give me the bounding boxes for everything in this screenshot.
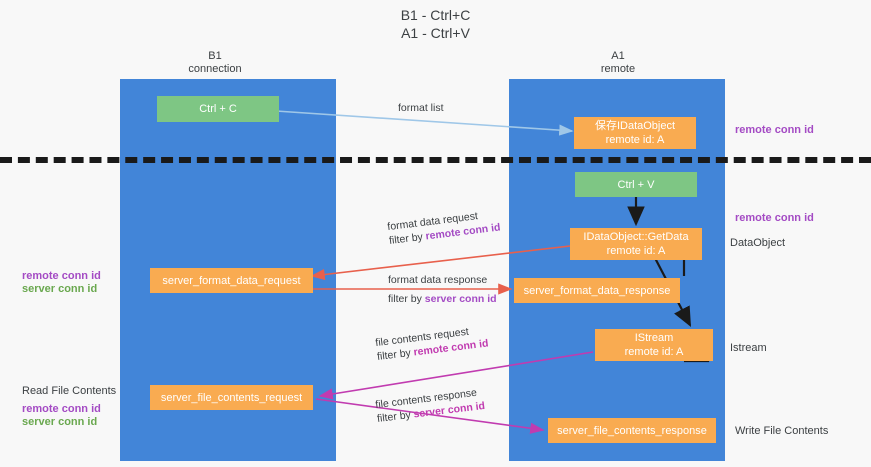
box-server-file-contents-response-label: server_file_contents_response xyxy=(557,424,707,437)
label-left-remote-conn-id-bottom: remote conn id xyxy=(22,403,101,415)
label-left-server-conn-id-bottom: server conn id xyxy=(22,416,98,428)
page-title: B1 - Ctrl+C A1 - Ctrl+V xyxy=(0,6,871,42)
label-right-remote-conn-id-top: remote conn id xyxy=(735,124,814,136)
filter-prefix: filter by xyxy=(388,293,425,305)
label-left-read-file-contents: Read File Contents xyxy=(22,385,117,397)
box-istream[interactable]: IStream remote id: A xyxy=(595,329,713,361)
label-right-dataobject: DataObject xyxy=(730,237,786,249)
column-header-a1: A1 remote xyxy=(558,50,678,76)
arrow-label-format-list: format list xyxy=(398,101,444,115)
title-line-1: B1 - Ctrl+C xyxy=(400,7,471,23)
filter-prefix: filter by xyxy=(376,408,415,426)
arrow-label-file-contents-request: file contents request filter by remote c… xyxy=(375,323,490,364)
box-idataobject-getdata[interactable]: IDataObject::GetData remote id: A xyxy=(570,228,702,260)
column-header-a1-role: remote xyxy=(600,63,636,75)
box-ctrl-v-label: Ctrl + V xyxy=(617,178,655,191)
label-left-remote-conn-id-mid: remote conn id xyxy=(22,270,101,282)
box-istream-line2: remote id: A xyxy=(624,346,684,358)
label-right-remote-conn-id-mid: remote conn id xyxy=(735,212,814,224)
box-ctrl-c-label: Ctrl + C xyxy=(199,103,237,115)
box-server-file-contents-request-label: server_file_contents_request xyxy=(160,391,303,404)
label-left-server-conn-id-mid: server conn id xyxy=(22,283,98,295)
box-ctrl-c[interactable]: Ctrl + C xyxy=(157,96,279,122)
box-server-file-contents-request[interactable]: server_file_contents_request xyxy=(150,385,313,410)
title-line-2: A1 - Ctrl+V xyxy=(401,25,470,41)
box-ctrl-v[interactable]: Ctrl + V xyxy=(575,172,697,197)
box-server-file-contents-response[interactable]: server_file_contents_response xyxy=(548,418,716,443)
column-header-b1-role: connection xyxy=(188,63,242,75)
column-header-b1: B1 connection xyxy=(155,50,275,76)
column-header-b1-name: B1 xyxy=(208,50,222,62)
filter-key-server-conn-id: server conn id xyxy=(424,293,497,305)
label-right-write-file-contents: Write File Contents xyxy=(735,425,829,437)
arrow-label-format-data-request: format data request filter by remote con… xyxy=(387,207,502,248)
arrow-label-format-data-response-text: format data response xyxy=(388,274,488,286)
box-server-format-data-request-label: server_format_data_request xyxy=(162,274,301,287)
box-idataobject-getdata-line2: remote id: A xyxy=(606,245,666,257)
box-server-format-data-response-label: server_format_data_response xyxy=(523,284,671,297)
box-idataobject-getdata-line1: IDataObject::GetData xyxy=(583,231,689,243)
column-header-a1-name: A1 xyxy=(611,50,625,62)
box-save-idataobject-line2: remote id: A xyxy=(605,134,665,146)
arrow-label-format-list-text: format list xyxy=(398,102,444,114)
arrow-label-format-data-response-filter: filter by server conn id xyxy=(388,292,497,306)
filter-prefix: filter by xyxy=(376,346,415,364)
box-server-format-data-response[interactable]: server_format_data_response xyxy=(514,278,680,303)
box-istream-line1: IStream xyxy=(634,332,674,344)
phase-separator xyxy=(0,157,871,163)
box-server-format-data-request[interactable]: server_format_data_request xyxy=(150,268,313,293)
filter-prefix: filter by xyxy=(388,230,427,248)
arrow-label-file-contents-response: file contents response filter by server … xyxy=(375,385,486,426)
box-save-idataobject[interactable]: 保存IDataObject remote id: A xyxy=(574,117,696,149)
label-right-istream: Istream xyxy=(730,342,767,354)
arrow-label-format-data-response: format data response filter by server co… xyxy=(388,273,497,306)
box-save-idataobject-line1: 保存IDataObject xyxy=(594,120,676,132)
